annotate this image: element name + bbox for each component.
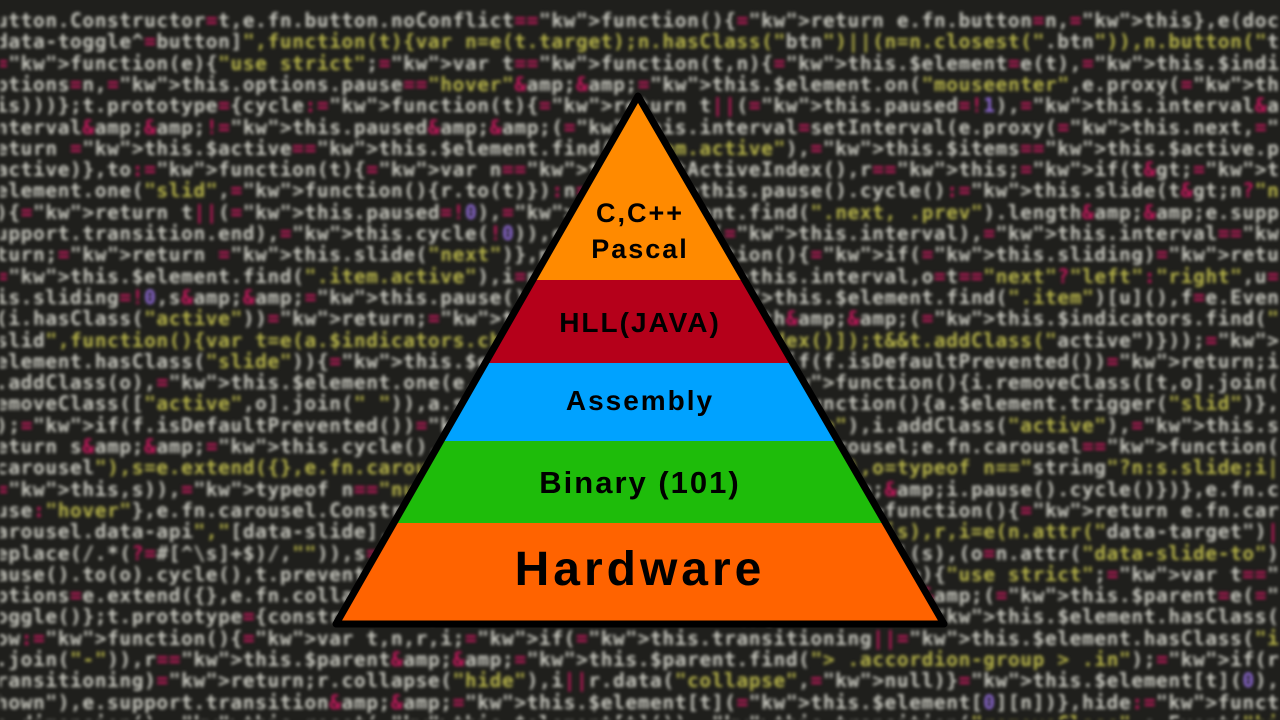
- code-line: ="kw">this.$element.find(".item.active")…: [0, 264, 1280, 288]
- label-assembly: Assembly: [565, 385, 715, 416]
- code-line: data-toggle^=button]",function(t){var n=…: [0, 30, 1280, 54]
- pyramid-level-hardware: [336, 523, 944, 624]
- code-line: active)},to:="kw">function(t){="kw">var …: [0, 158, 1280, 182]
- label-pascal: Pascal: [591, 234, 689, 264]
- code-line: .addClass(o),="kw">this.$element.one(e.s…: [0, 371, 1280, 395]
- code-line: ow:="kw">function(){="kw">var t,n,r,i;="…: [0, 626, 1280, 650]
- code-line: hown"),e.support.transition&amp;&amp;="k…: [0, 690, 1280, 714]
- code-line: is)))};t.prototype={cycle:="kw">function…: [0, 94, 1280, 118]
- code-line: e.dimension(),="kw">this.reset(="kw">thi…: [0, 713, 1280, 720]
- label-hll-java: HLL(JAVA): [559, 307, 721, 338]
- label-binary: Binary (101): [539, 465, 741, 500]
- code-line: .join("-")),r=="kw">this.$parent&amp;&am…: [0, 648, 1280, 671]
- code-line: ptions=n,="kw">this.options.pause=="hove…: [0, 72, 1280, 96]
- code-line: ransitioning)="kw">return;r.collapse("hi…: [0, 669, 1280, 693]
- code-line: eturn ="kw">this.$active=="kw">this.$ele…: [0, 136, 1280, 160]
- label-c-cpp: C,C++: [595, 198, 685, 228]
- code-line: utton.Constructor=t,e.fn.button.noConfli…: [0, 9, 1280, 32]
- label-hardware: Hardware: [514, 543, 766, 596]
- code-line: ="kw">function(e){"use strict";="kw">var…: [0, 51, 1280, 75]
- pyramid-outline: [332, 92, 948, 628]
